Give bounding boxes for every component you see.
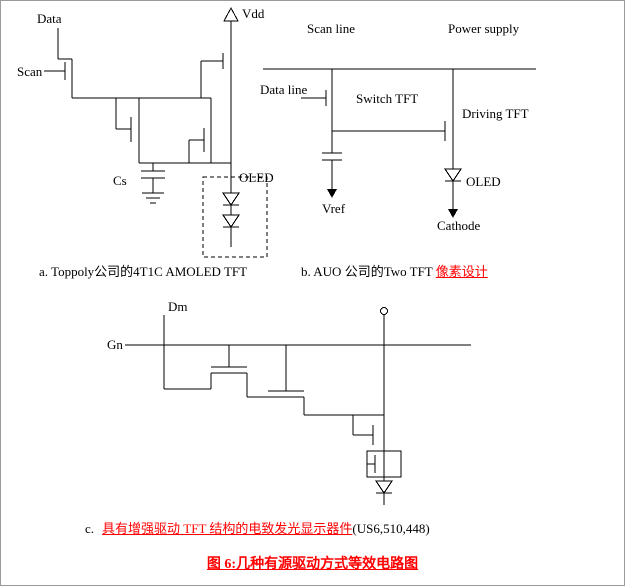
caption-b: b. AUO 公司的Two TFT 像素设计: [301, 261, 488, 280]
vdd-symbol: [223, 6, 239, 22]
oled-diode-b: [444, 168, 462, 182]
caption-a: a. Toppoly公司的4T1C AMOLED TFT: [39, 264, 248, 279]
figure-title: 图 6:几种有源驱动方式等效电路图: [206, 557, 419, 572]
caption-c-prefix: c.: [85, 521, 95, 536]
diode-c: [375, 480, 393, 505]
caption-c-highlight: 具有增强驱动 TFT 结构的电致发光显示器件: [102, 521, 353, 536]
circuit-c: Dm Gn: [107, 299, 471, 505]
caption-c-patent: (US6,510,448): [352, 521, 430, 536]
cs-label: Cs: [113, 173, 127, 188]
gn-label: Gn: [107, 337, 123, 352]
storage-capacitor-b: [322, 152, 342, 161]
oled-label-a: OLED: [239, 170, 274, 185]
caption-b-highlight: 像素设计: [435, 264, 488, 279]
oled-label-b: OLED: [466, 174, 501, 189]
vdd-label: Vdd: [242, 6, 265, 21]
oled-diode-stack: [222, 192, 240, 247]
circuit-a: Data Vdd Scan Cs OLED: [17, 6, 274, 258]
cathode-arrowhead: [448, 209, 458, 218]
dm-label: Dm: [168, 299, 188, 314]
scan-line-label: Scan line: [307, 21, 355, 36]
output-terminal-circle: [380, 307, 388, 315]
circuit-a-wires: [44, 6, 268, 258]
caption-b-text: b. AUO 公司的Two TFT: [301, 264, 436, 279]
driving-tft-label: Driving TFT: [462, 106, 529, 121]
oled-dashed-box: [202, 176, 268, 258]
data-line-label: Data line: [260, 82, 308, 97]
scan-label: Scan: [17, 64, 43, 79]
circuit-c-wires: [125, 307, 471, 505]
caption-c: c. 具有增强驱动 TFT 结构的电致发光显示器件(US6,510,448): [85, 518, 430, 537]
storage-capacitor: [141, 163, 165, 193]
circuit-diagrams: Data Vdd Scan Cs OLED: [17, 6, 536, 505]
vref-arrowhead: [327, 189, 337, 198]
circuit-b-wires: [263, 68, 536, 218]
circuit-b: Scan line Power supply Data line Switch …: [260, 21, 536, 233]
cathode-label: Cathode: [437, 218, 481, 233]
switch-tft-label: Switch TFT: [356, 91, 418, 106]
data-label: Data: [37, 11, 62, 26]
vref-label: Vref: [322, 201, 346, 216]
ground-symbol: [142, 192, 164, 204]
power-supply-label: Power supply: [448, 21, 520, 36]
